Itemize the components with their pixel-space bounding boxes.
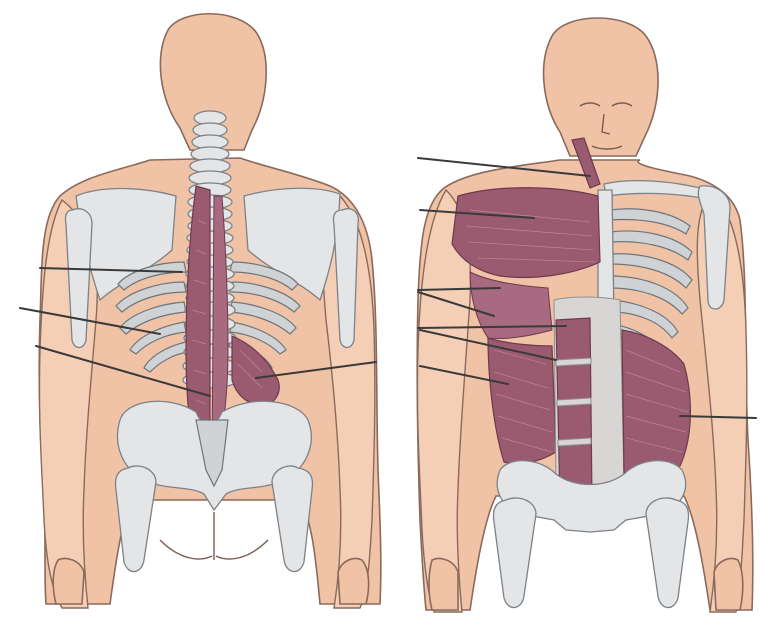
posterior-right-hand (338, 559, 369, 605)
anterior-right-hand (714, 559, 743, 611)
anterior-head (544, 18, 658, 156)
anterior-right-femur (646, 498, 689, 608)
posterior-right-femur (272, 466, 312, 572)
posterior-figure (20, 14, 381, 608)
posterior-left-hand (53, 559, 84, 605)
anterior-left-hand (429, 559, 458, 611)
anterior-figure (417, 18, 756, 612)
posterior-left-femur (116, 466, 157, 572)
anterior-left-femur (494, 498, 537, 608)
pectoralis-major (452, 188, 600, 278)
